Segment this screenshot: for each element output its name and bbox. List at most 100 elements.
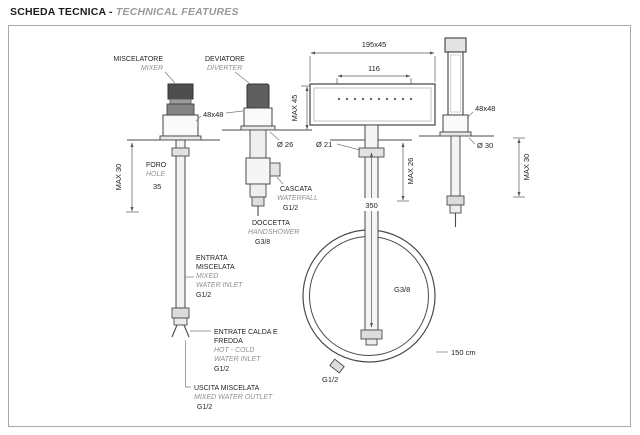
spout-hole-label: Ø 21 bbox=[316, 140, 332, 149]
handshower-handle-inner bbox=[450, 54, 461, 113]
spout-size-label: 195x45 bbox=[362, 40, 387, 49]
mixer-hole-label-en: HOLE bbox=[146, 171, 165, 178]
hose-end-thread-label: G1/2 bbox=[322, 375, 338, 384]
hose-length-label: 150 cm bbox=[436, 348, 476, 357]
mixed-inlet-line-3: MIXED bbox=[196, 273, 218, 280]
handshower-fitting-2 bbox=[449, 204, 462, 214]
escutcheon-size-leader-left bbox=[195, 115, 202, 122]
handshower-outlet-line-2: HANDSHOWER bbox=[248, 229, 299, 236]
diverter-max-deck-label: MAX 45 bbox=[290, 95, 299, 122]
mixer-inlet-tails bbox=[171, 324, 190, 338]
handshower-size-leader bbox=[466, 111, 474, 119]
spout-hose-connector bbox=[365, 338, 378, 346]
hot-cold-thread: G1/2 bbox=[214, 366, 229, 373]
diverter-hole-label: Ø 26 bbox=[277, 140, 293, 149]
mixer-label-en: MIXER bbox=[141, 65, 163, 72]
spout-aerator-holes bbox=[337, 97, 413, 101]
diverter-label-it: DEVIATORE bbox=[205, 56, 245, 63]
spout-max-deck-dim: MAX 26 bbox=[397, 142, 415, 202]
diverter-leader-line bbox=[234, 71, 250, 84]
spout-body-inner bbox=[313, 87, 432, 122]
mixer-handle bbox=[167, 83, 194, 100]
mixer-outlet-label: USCITA MISCELATA MIXED WATER OUTLET G1/2 bbox=[185, 340, 273, 411]
handshower-drawing: 48x48 Ø 30 MAX 30 bbox=[419, 37, 531, 227]
mixer-label-it: MISCELATORE bbox=[113, 56, 163, 63]
hot-cold-line-2: FREDDA bbox=[214, 338, 243, 345]
mixer-base-plate bbox=[159, 135, 202, 141]
spout-size-dim: 195x45 bbox=[309, 40, 436, 82]
spout-pipe-end-fitting bbox=[360, 329, 383, 340]
diverter-escutcheon bbox=[243, 107, 273, 127]
hot-cold-line-4: WATER INLET bbox=[214, 356, 261, 363]
diverter-knob bbox=[246, 83, 270, 109]
spout-max-deck-label: MAX 26 bbox=[406, 158, 415, 185]
hot-cold-line-1: ENTRATE CALDA E bbox=[214, 329, 278, 336]
diverter-label-en: DIVERTER bbox=[207, 65, 242, 72]
handshower-max-deck-dim: MAX 30 bbox=[513, 137, 531, 198]
mixed-inlet-line-4: WATER INLET bbox=[196, 282, 243, 289]
spout-hole-leader bbox=[336, 143, 361, 151]
hose-length-value: 150 cm bbox=[451, 348, 476, 357]
mixer-hot-cold-inlet-label: ENTRATE CALDA E FREDDA HOT - COLD WATER … bbox=[190, 329, 278, 373]
mixer-escutcheon bbox=[162, 114, 199, 137]
diverter-lower-body bbox=[249, 183, 267, 198]
hot-cold-line-3: HOT - COLD bbox=[214, 347, 254, 354]
mixer-bottom-fitting-2 bbox=[173, 317, 188, 326]
handshower-tube bbox=[450, 135, 461, 197]
diverter-handshower-outlet-label: DOCCETTA HANDSHOWER G3/8 bbox=[248, 220, 299, 246]
diverter-outlet-nut bbox=[251, 196, 265, 207]
page-title-en: TECHNICAL FEATURES bbox=[115, 6, 239, 18]
escutcheon-size-label: 48x48 bbox=[203, 110, 223, 119]
handshower-max-deck-label: MAX 30 bbox=[522, 154, 531, 181]
handshower-fitting-1 bbox=[446, 195, 465, 206]
mixer-mixed-inlet-label: ENTRATA MISCELATA MIXED WATER INLET G1/2 bbox=[185, 255, 243, 299]
mixer-drawing: MISCELATORE MIXER MAX 3 bbox=[113, 56, 278, 411]
handshower-outlet-thread: G3/8 bbox=[255, 239, 270, 246]
hose-drawing: G1/2 G3/8 150 cm bbox=[302, 229, 476, 384]
mixed-inlet-thread: G1/2 bbox=[196, 292, 211, 299]
outlet-line-2: MIXED WATER OUTLET bbox=[194, 394, 273, 401]
spout-body bbox=[309, 83, 436, 126]
waterfall-thread: G1/2 bbox=[283, 205, 298, 212]
mixer-body bbox=[166, 103, 195, 116]
diverter-waterfall-label: CASCATA WATERFALL G1/2 bbox=[276, 176, 318, 212]
mixer-threaded-rod bbox=[175, 139, 186, 309]
spout-holes-width-label: 116 bbox=[368, 64, 380, 73]
mixed-inlet-line-1: ENTRATA bbox=[196, 255, 228, 262]
page-title: SCHEDA TECNICA - TECHNICAL FEATURES bbox=[10, 6, 239, 18]
handshower-hole-leader bbox=[468, 137, 476, 145]
handshower-base-plate bbox=[439, 131, 472, 137]
mixer-leader-line bbox=[164, 71, 176, 84]
handshower-head bbox=[444, 37, 467, 53]
outlet-thread: G1/2 bbox=[197, 404, 212, 411]
spout-drawing: 195x45 116 bbox=[309, 40, 436, 346]
diverter-valve-body bbox=[245, 157, 271, 185]
mixer-hole-value: 35 bbox=[153, 182, 161, 191]
spout-length-dim: 350 bbox=[360, 152, 383, 328]
waterfall-line-2: WATERFALL bbox=[277, 195, 318, 202]
mixer-hole-label-it: FORO bbox=[146, 162, 167, 169]
hose-top-thread-label: G3/8 bbox=[394, 285, 410, 294]
mixed-inlet-line-2: MISCELATA bbox=[196, 264, 235, 271]
handshower-size-label: 48x48 bbox=[475, 104, 495, 113]
escutcheon-size-leader-right bbox=[225, 110, 244, 114]
mixer-max-deck-dim: MAX 30 bbox=[114, 142, 139, 213]
hose-end-fitting bbox=[329, 358, 345, 374]
waterfall-line-1: CASCATA bbox=[280, 186, 312, 193]
mixer-deck-nut bbox=[171, 147, 190, 157]
handshower-outlet-line-1: DOCCETTA bbox=[252, 220, 290, 227]
handshower-hole-label: Ø 30 bbox=[477, 141, 493, 150]
diverter-waterfall-port bbox=[269, 162, 281, 177]
diverter-hole-leader bbox=[269, 131, 280, 141]
outlet-line-1: USCITA MISCELATA bbox=[194, 385, 260, 392]
diverter-stem bbox=[249, 129, 267, 159]
mixer-bottom-fitting-1 bbox=[171, 307, 190, 319]
diverter-drawing: DEVIATORE DIVERTER MAX 45 Ø 26 bbox=[205, 56, 318, 246]
mixer-collar bbox=[169, 98, 192, 105]
handshower-escutcheon bbox=[442, 114, 469, 133]
page-title-it: SCHEDA TECNICA - bbox=[10, 6, 113, 18]
diverter-base-plate bbox=[240, 125, 276, 131]
mixer-max-deck-label: MAX 30 bbox=[114, 164, 123, 191]
